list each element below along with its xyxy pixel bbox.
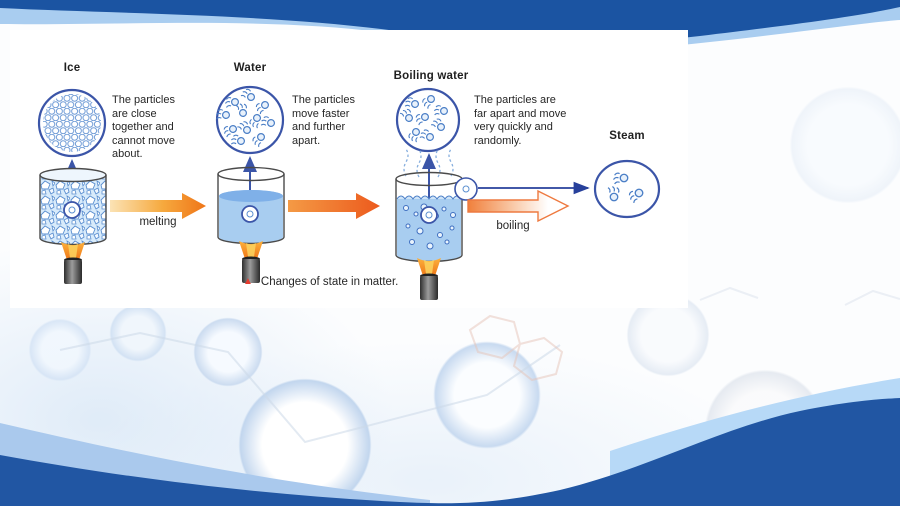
states-of-matter-diagram bbox=[37, 85, 661, 300]
stage-title-water: Water bbox=[233, 62, 267, 74]
faint-bond-lines bbox=[699, 286, 900, 306]
water-particle-circle bbox=[215, 85, 285, 155]
bottom-wave-dark bbox=[0, 398, 900, 506]
stage-desc-ice: The particles are close together and can… bbox=[112, 94, 175, 160]
burner-tube bbox=[420, 276, 438, 300]
melting-arrow bbox=[110, 193, 206, 219]
melting-arrow-label: melting bbox=[139, 216, 177, 228]
diagram-panel: Ice The particles are close together and… bbox=[10, 30, 688, 308]
water-burner bbox=[239, 241, 263, 283]
ice-particle-circle bbox=[37, 88, 107, 158]
water-magnifier-circle bbox=[241, 205, 259, 223]
steam-particle-circle bbox=[593, 159, 661, 219]
boiling-beaker bbox=[395, 171, 478, 263]
caption-text: Changes of state in matter. bbox=[260, 276, 399, 288]
burner-tube bbox=[64, 260, 82, 284]
stage-desc-water: The particles move faster and further ap… bbox=[292, 94, 355, 147]
stage-title-ice: Ice bbox=[63, 62, 81, 74]
molecule-bond-lines bbox=[59, 331, 561, 444]
boiling-burner bbox=[417, 258, 441, 300]
caption-triangle-icon: ▲ bbox=[243, 276, 253, 287]
water-beaker bbox=[217, 166, 285, 245]
boiling-arrow-label: boiling bbox=[496, 220, 530, 232]
boiling-particle-circle bbox=[395, 87, 461, 153]
boiling-arrow bbox=[467, 189, 570, 223]
ice-beaker bbox=[39, 167, 107, 246]
figure-caption: ▲ Changes of state in matter. bbox=[243, 276, 398, 288]
stage-desc-boiling-water: The particles are far apart and move ver… bbox=[474, 94, 567, 147]
stage-title-boiling-water: Boiling water bbox=[393, 70, 469, 82]
stage-title-steam: Steam bbox=[609, 130, 645, 142]
bottom-wave-band bbox=[0, 378, 900, 506]
water-to-boiling-arrow bbox=[288, 193, 380, 219]
ice-magnifier-circle bbox=[63, 201, 81, 219]
rim-magnifier-circle bbox=[454, 177, 478, 201]
burner-tube bbox=[242, 259, 260, 283]
ice-burner bbox=[61, 242, 85, 284]
hexagon-structure-lines bbox=[468, 314, 564, 382]
boiling-magnifier-circle bbox=[420, 206, 438, 224]
